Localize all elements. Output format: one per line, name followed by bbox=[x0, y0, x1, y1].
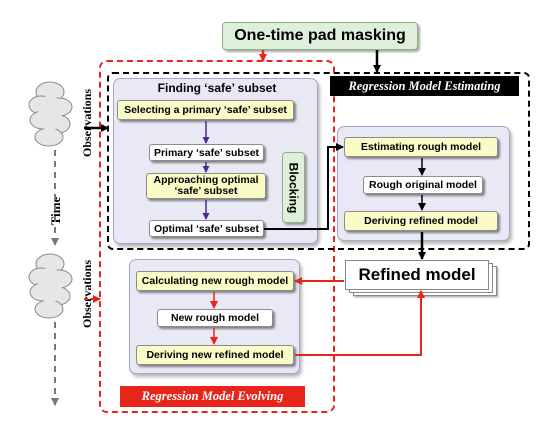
estimating-rough-box: Estimating rough model bbox=[344, 137, 498, 157]
calc-new-rough-text: Calculating new rough model bbox=[141, 274, 289, 287]
finding-title: Finding ‘safe’ subset bbox=[157, 81, 277, 95]
blocking-box: Blocking bbox=[282, 152, 305, 223]
derive-new-refined-text: Deriving new refined model bbox=[146, 348, 284, 361]
blocking-text: Blocking bbox=[286, 162, 301, 213]
new-rough-box: New rough model bbox=[157, 309, 273, 327]
evolving-label: Regression Model Evolving bbox=[120, 386, 305, 407]
title-text: One-time pad masking bbox=[234, 27, 406, 44]
title-box: One-time pad masking bbox=[222, 22, 418, 50]
approach-text-2: ‘safe’ subset bbox=[174, 185, 238, 197]
refined-model-box: Refined model bbox=[345, 260, 489, 290]
select-primary-text: Selecting a primary ‘safe’ subset bbox=[124, 103, 287, 116]
cloud-bottom bbox=[28, 253, 73, 319]
optimal-subset-box: Optimal ‘safe’ subset bbox=[149, 220, 264, 237]
time-label: Time bbox=[48, 196, 63, 226]
estimating-label: Regression Model Estimating bbox=[330, 76, 519, 96]
evolving-label-text: Regression Model Evolving bbox=[141, 389, 284, 403]
estimating-rough-text: Estimating rough model bbox=[360, 140, 482, 153]
evolving-region bbox=[99, 60, 335, 413]
rough-original-box: Rough original model bbox=[363, 176, 483, 194]
cloud-top bbox=[28, 81, 73, 147]
optimal-subset-text: Optimal ‘safe’ subset bbox=[153, 222, 260, 235]
rough-original-text: Rough original model bbox=[369, 179, 477, 191]
approach-box: Approaching optimal ‘safe’ subset bbox=[146, 173, 266, 199]
select-primary-box: Selecting a primary ‘safe’ subset bbox=[117, 100, 294, 120]
observations-bottom-label: Observations bbox=[80, 260, 94, 329]
refined-model-text: Refined model bbox=[358, 265, 476, 284]
deriving-refined-text: Deriving refined model bbox=[364, 214, 478, 227]
observations-top-label: Observations bbox=[80, 89, 94, 158]
estimating-label-text: Regression Model Estimating bbox=[348, 78, 501, 93]
calc-new-rough-box: Calculating new rough model bbox=[136, 271, 294, 291]
primary-subset-box: Primary ‘safe’ subset bbox=[149, 144, 264, 161]
primary-subset-text: Primary ‘safe’ subset bbox=[153, 146, 260, 159]
approach-text-1: Approaching optimal bbox=[153, 174, 259, 186]
estimating-region bbox=[107, 72, 530, 250]
new-rough-text: New rough model bbox=[170, 312, 260, 324]
derive-new-refined-box: Deriving new refined model bbox=[136, 345, 294, 365]
deriving-refined-box: Deriving refined model bbox=[344, 211, 498, 231]
